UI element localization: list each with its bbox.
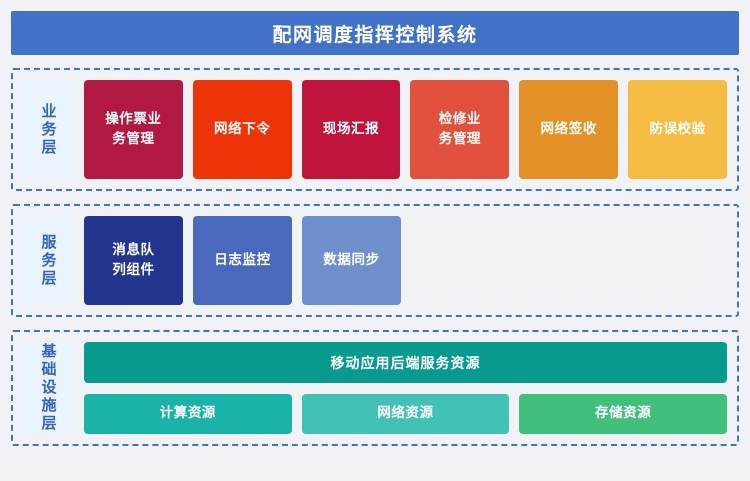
card-network-signoff[interactable]: 网络签收 bbox=[519, 80, 619, 179]
card-compute-resource-label: 计算资源 bbox=[159, 405, 217, 422]
card-data-sync-label: 数据同步 bbox=[323, 251, 380, 268]
service-card-grid: 消息队列组件 日志监控 数据同步 bbox=[84, 216, 727, 305]
card-operation-ticket[interactable]: 操作票业务管理 bbox=[84, 80, 183, 179]
app-header: 配网调度指挥控制系统 bbox=[11, 11, 739, 55]
card-operation-ticket-label: 操作票业务管理 bbox=[105, 110, 162, 147]
card-error-prevention-check[interactable]: 防误校验 bbox=[628, 80, 727, 179]
card-network-signoff-label: 网络签收 bbox=[540, 120, 597, 137]
business-card-grid: 操作票业务管理 网络下令 现场汇报 检修业务管理 网络签收 防误校验 bbox=[84, 80, 727, 179]
layer-label-infrastructure-text: 基础设施层 bbox=[39, 343, 58, 433]
infrastructure-stack: 移动应用后端服务资源 计算资源 网络资源 存储资源 bbox=[84, 342, 728, 434]
card-error-prevention-check-label: 防误校验 bbox=[649, 120, 706, 137]
card-network-order-label: 网络下令 bbox=[214, 120, 271, 137]
architecture-diagram: 配网调度指挥控制系统 业务层 操作票业务管理 网络下令 现场汇报 检修业务管理 … bbox=[0, 11, 750, 481]
card-message-queue[interactable]: 消息队列组件 bbox=[84, 216, 183, 305]
card-maintenance-business[interactable]: 检修业务管理 bbox=[410, 80, 510, 179]
card-storage-resource-label: 存储资源 bbox=[594, 405, 652, 422]
layer-label-infrastructure: 基础设施层 bbox=[23, 342, 73, 434]
card-log-monitoring[interactable]: 日志监控 bbox=[193, 216, 292, 305]
layer-business: 业务层 操作票业务管理 网络下令 现场汇报 检修业务管理 网络签收 防误校验 bbox=[11, 68, 739, 191]
card-network-resource[interactable]: 网络资源 bbox=[301, 394, 510, 434]
card-site-report[interactable]: 现场汇报 bbox=[301, 80, 401, 179]
layer-label-business-text: 业务层 bbox=[39, 102, 58, 157]
card-network-order[interactable]: 网络下令 bbox=[192, 80, 292, 179]
layer-label-service: 服务层 bbox=[23, 216, 73, 305]
card-mobile-backend-service-resource[interactable]: 移动应用后端服务资源 bbox=[84, 342, 727, 383]
card-network-resource-label: 网络资源 bbox=[377, 405, 434, 422]
card-mobile-backend-service-resource-label: 移动应用后端服务资源 bbox=[330, 355, 481, 372]
card-log-monitoring-label: 日志监控 bbox=[214, 251, 271, 268]
card-data-sync[interactable]: 数据同步 bbox=[302, 216, 401, 305]
layer-label-business: 业务层 bbox=[23, 80, 73, 179]
card-message-queue-label: 消息队列组件 bbox=[112, 241, 155, 278]
layer-infrastructure: 基础设施层 移动应用后端服务资源 计算资源 网络资源 存储资源 bbox=[11, 330, 739, 446]
page-title: 配网调度指挥控制系统 bbox=[272, 23, 478, 46]
layer-service: 服务层 消息队列组件 日志监控 数据同步 bbox=[11, 204, 739, 317]
card-storage-resource[interactable]: 存储资源 bbox=[519, 394, 728, 434]
layer-label-service-text: 服务层 bbox=[39, 233, 58, 288]
card-compute-resource[interactable]: 计算资源 bbox=[84, 394, 292, 434]
infrastructure-card-grid: 计算资源 网络资源 存储资源 bbox=[84, 394, 728, 434]
card-maintenance-business-label: 检修业务管理 bbox=[438, 110, 482, 147]
card-site-report-label: 现场汇报 bbox=[322, 120, 380, 137]
